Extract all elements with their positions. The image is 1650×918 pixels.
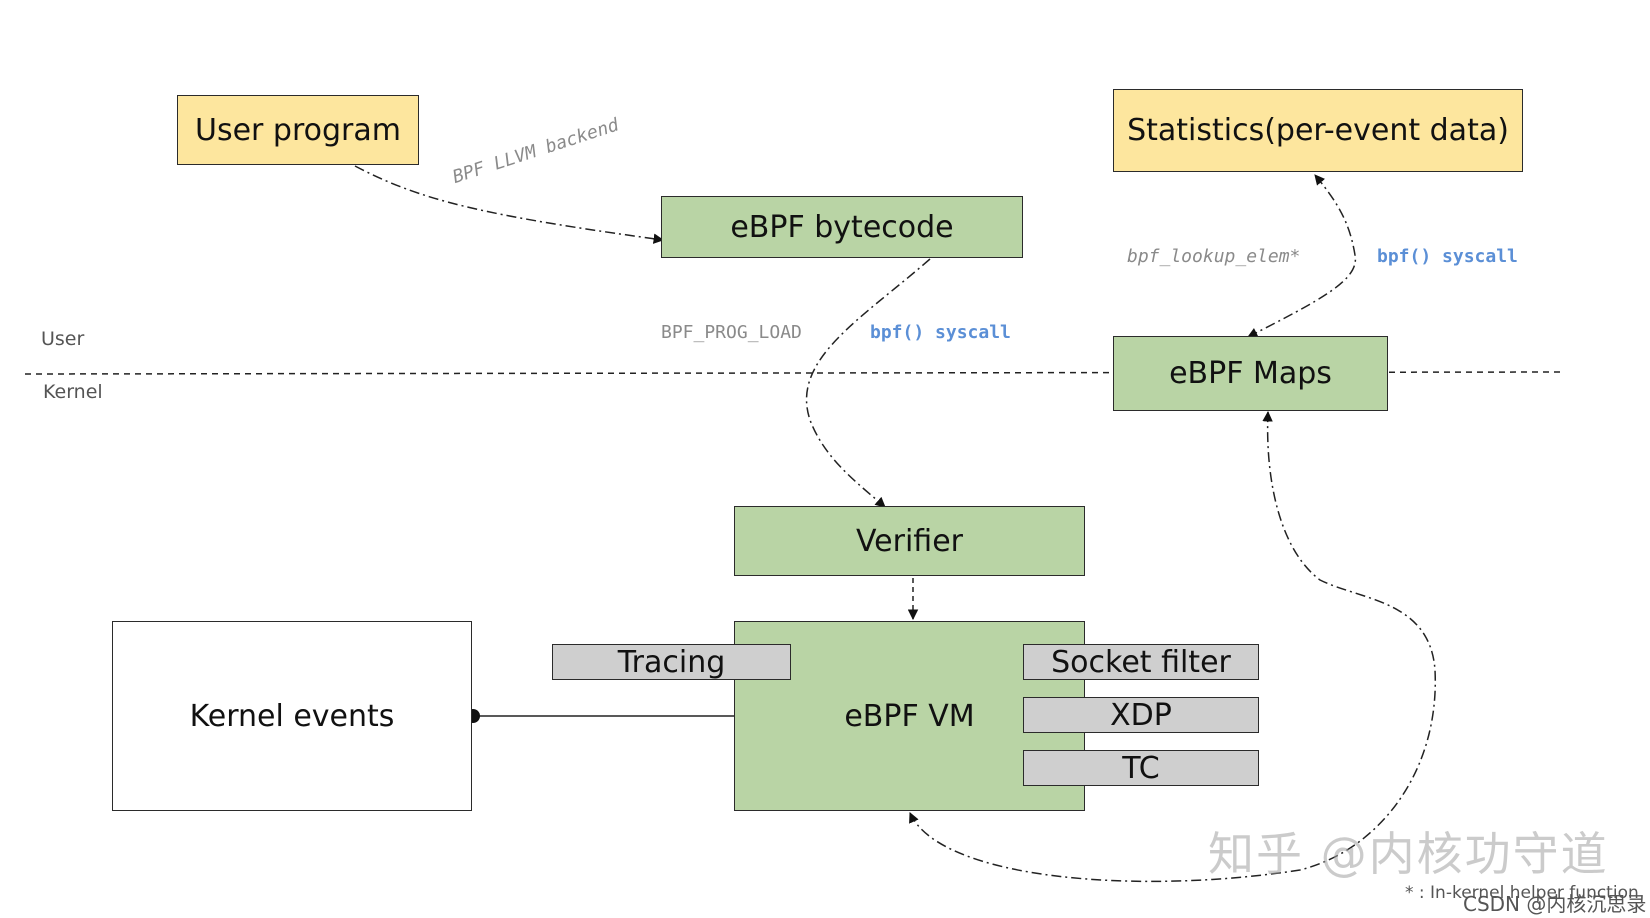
watermark-csdn: CSDN @内核沉思录 bbox=[1463, 892, 1647, 916]
hook-tracing-box: Tracing bbox=[552, 644, 791, 680]
edge-map-lookup bbox=[1247, 174, 1357, 338]
kernel-events-box: Kernel events bbox=[112, 621, 472, 811]
zone-label-user: User bbox=[41, 328, 85, 350]
watermark-zhihu: 知乎 @内核功守道 bbox=[1208, 827, 1609, 881]
statistics-box: Statistics(per-event data) bbox=[1113, 89, 1523, 172]
hook-socket-filter-box: Socket filter bbox=[1023, 644, 1259, 680]
hook-xdp-box: XDP bbox=[1023, 697, 1259, 733]
edge-label-prog-load: BPF_PROG_LOAD bbox=[661, 322, 802, 343]
user-program-box: User program bbox=[177, 95, 419, 165]
hook-tc-box: TC bbox=[1023, 750, 1259, 786]
ebpf-maps-box: eBPF Maps bbox=[1113, 336, 1388, 411]
edge-prog-load bbox=[805, 258, 931, 508]
edge-vm-maps bbox=[909, 410, 1436, 883]
edge-label-lookup-syscall: bpf() syscall bbox=[1377, 246, 1518, 267]
edge-label-prog-load-syscall: bpf() syscall bbox=[870, 322, 1011, 343]
verifier-box: Verifier bbox=[734, 506, 1085, 576]
edge-label-lookup-elem: bpf_lookup_elem* bbox=[1127, 246, 1301, 267]
zone-label-kernel: Kernel bbox=[43, 381, 103, 403]
edge-llvm-compile bbox=[354, 165, 665, 244]
ebpf-bytecode-box: eBPF bytecode bbox=[661, 196, 1023, 258]
footnote-helper-function: * : In-kernel helper function bbox=[1405, 883, 1639, 903]
